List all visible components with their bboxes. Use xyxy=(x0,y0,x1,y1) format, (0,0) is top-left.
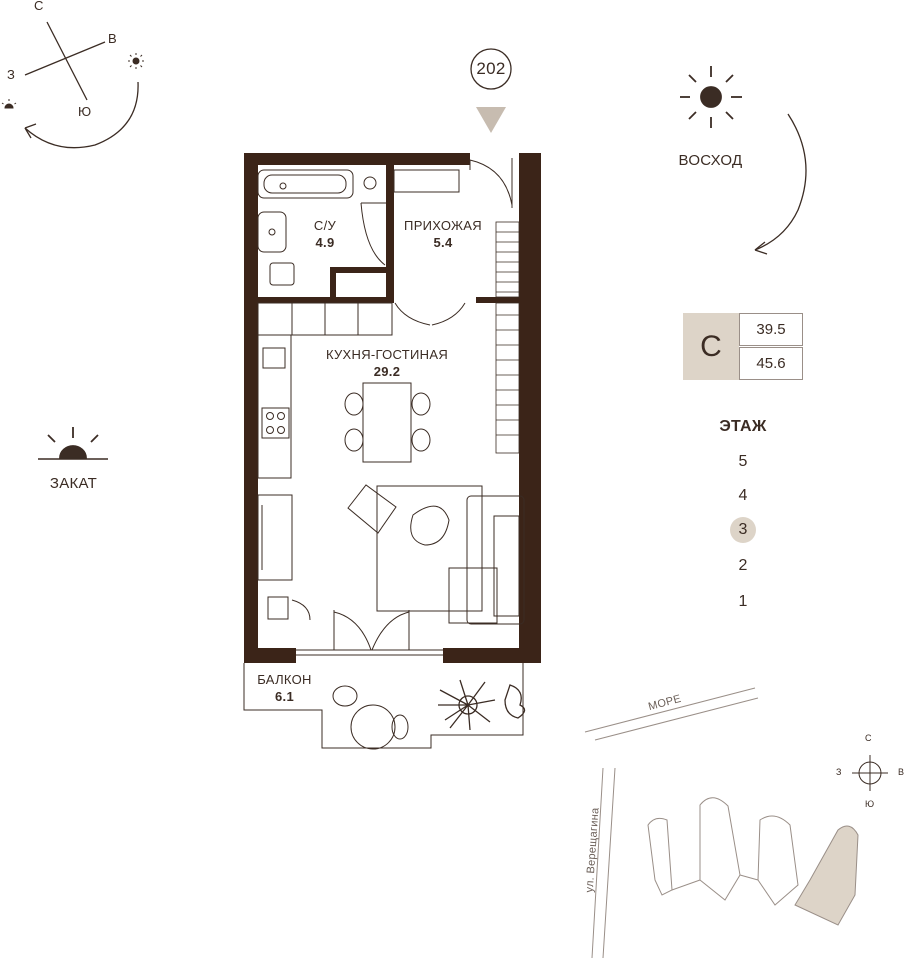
highlighted-building xyxy=(794,825,859,926)
balcony-outline xyxy=(243,663,524,750)
bathroom-fixtures xyxy=(257,169,460,286)
room-hall-name: ПРИХОЖАЯ xyxy=(404,218,482,233)
dining-table xyxy=(344,382,431,463)
floor-option[interactable]: 4 xyxy=(738,487,748,504)
compass-west-label: З xyxy=(7,67,16,82)
floor-option-active[interactable]: 3 xyxy=(730,517,756,543)
floor-option[interactable]: 2 xyxy=(738,557,748,574)
room-hall-area: 5.4 xyxy=(433,235,453,250)
room-living-area: 29.2 xyxy=(373,364,401,379)
site-plan-buildings xyxy=(647,797,799,906)
compass-rose xyxy=(24,21,106,101)
entrance-arrow-icon xyxy=(476,107,506,133)
site-compass-east: В xyxy=(898,767,905,777)
potted-plant-icon xyxy=(438,679,526,731)
room-living-name: КУХНЯ-ГОСТИНАЯ xyxy=(325,347,449,362)
sunrise-arrow xyxy=(754,113,807,255)
sunrise-sun-icon xyxy=(680,66,742,128)
site-compass-south: Ю xyxy=(865,799,875,809)
small-sunset-icon xyxy=(1,99,17,109)
apartment-number: 202 xyxy=(476,59,506,78)
floor-option[interactable]: 1 xyxy=(738,593,748,610)
site-plan-compass-icon xyxy=(852,755,888,791)
sunrise-label: ВОСХОД xyxy=(678,152,743,169)
site-plan-roads xyxy=(584,687,759,959)
entrance-door xyxy=(469,158,513,208)
small-sun-icon xyxy=(128,53,144,69)
room-balcony-area: 6.1 xyxy=(275,689,294,704)
sun-arc-topleft xyxy=(24,81,139,149)
unit-type-badge: С xyxy=(683,313,739,380)
hall-doors xyxy=(394,302,466,326)
apartment-walls xyxy=(244,153,541,663)
storage-shelves xyxy=(495,221,520,454)
room-bathroom-area: 4.9 xyxy=(315,235,335,250)
site-compass-west: З xyxy=(836,767,842,777)
sunset-sun-icon xyxy=(38,427,108,460)
apartment-number-circle xyxy=(470,48,512,90)
floor-selector-label: ЭТАЖ xyxy=(719,418,767,435)
living-furniture xyxy=(257,484,525,625)
compass-east-label: В xyxy=(108,31,117,46)
sunset-label: ЗАКАТ xyxy=(49,475,98,492)
room-balcony-name: БАЛКОН xyxy=(257,672,312,687)
balcony-door xyxy=(296,610,443,656)
unit-area-top: 39.5 xyxy=(739,313,803,346)
kitchen-units xyxy=(257,302,393,479)
site-compass-north: С xyxy=(865,733,872,743)
compass-north-label: С xyxy=(34,0,44,13)
compass-south-label: Ю xyxy=(78,104,92,119)
unit-area-bottom: 45.6 xyxy=(739,347,803,380)
floor-option[interactable]: 5 xyxy=(738,453,748,470)
room-bathroom-name: С/У xyxy=(313,218,337,233)
